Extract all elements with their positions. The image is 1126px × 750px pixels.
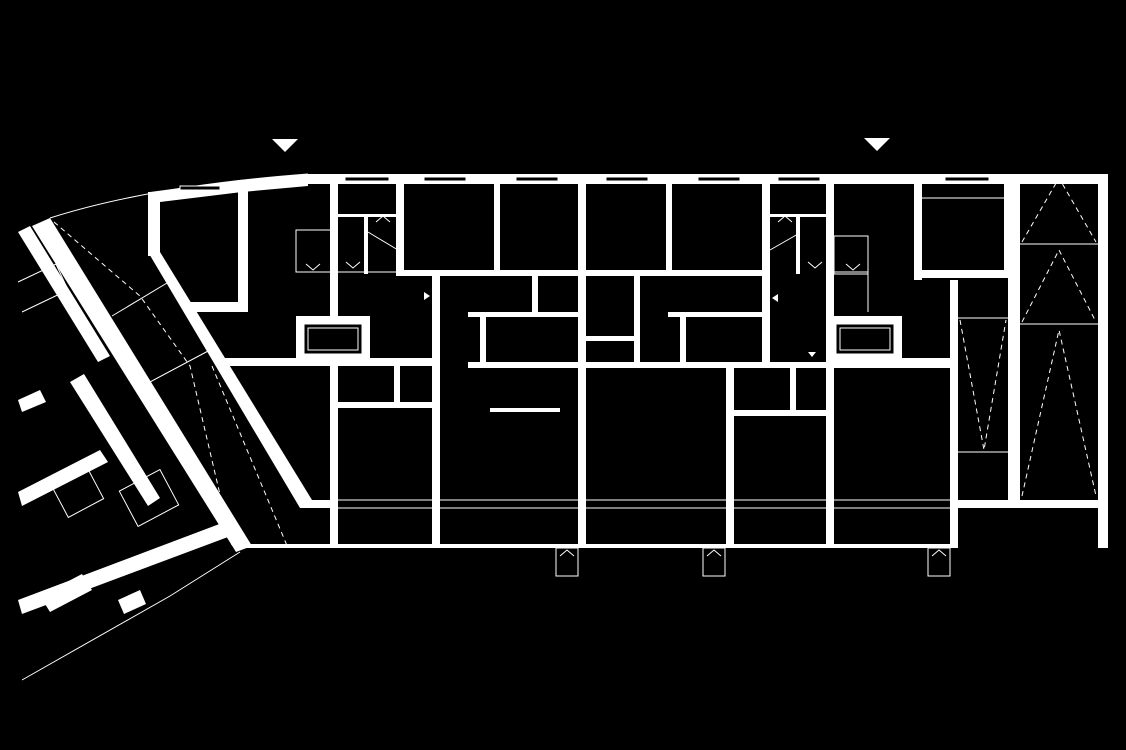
wall-h8 bbox=[586, 336, 638, 341]
counter bbox=[490, 408, 560, 412]
ramp-arrow bbox=[1021, 248, 1097, 323]
east-room-wall-c bbox=[1004, 184, 1012, 278]
stair-chevron bbox=[845, 263, 861, 271]
window bbox=[423, 176, 467, 182]
neighbour-wall bbox=[40, 574, 92, 612]
neighbour-outline bbox=[17, 263, 69, 313]
stairs bbox=[295, 215, 869, 312]
window bbox=[605, 176, 649, 182]
window bbox=[697, 176, 741, 182]
north-curve-line bbox=[49, 173, 309, 219]
core-west-wall bbox=[364, 216, 368, 274]
stair-diag bbox=[769, 233, 799, 251]
neighbour-stair bbox=[118, 468, 180, 528]
window bbox=[344, 176, 390, 182]
ramps bbox=[958, 177, 1098, 497]
neighbour-line bbox=[111, 279, 173, 317]
door-arrow bbox=[808, 352, 816, 357]
neighbour-wall bbox=[70, 374, 160, 506]
wall-v4 bbox=[494, 184, 500, 274]
west-diagonal-wall bbox=[148, 252, 312, 508]
neighbour-outline bbox=[21, 551, 241, 681]
stair-west bbox=[295, 229, 333, 273]
elevators bbox=[296, 292, 902, 358]
door-arrow bbox=[772, 294, 778, 302]
ramp-arrow bbox=[959, 319, 1007, 451]
wall-h9 bbox=[834, 358, 954, 366]
core-east-wall bbox=[796, 216, 800, 274]
wall-h7 bbox=[668, 312, 764, 317]
neighbour-wall bbox=[18, 390, 46, 412]
west-room-wall bbox=[238, 186, 248, 308]
elevator-west-inner bbox=[307, 327, 359, 351]
north-windows bbox=[179, 176, 990, 191]
entrance-markers bbox=[272, 138, 890, 152]
wall-v12 bbox=[480, 314, 486, 364]
wall-h5 bbox=[734, 410, 828, 416]
east-wall bbox=[1098, 174, 1108, 548]
stair-diag bbox=[367, 231, 399, 251]
north-curved-wall bbox=[150, 174, 308, 202]
east-room-wall-a bbox=[914, 184, 922, 280]
neighbour-wall bbox=[18, 226, 110, 362]
diagonal-hatch bbox=[53, 221, 233, 547]
west-room-south bbox=[190, 302, 248, 312]
diagonal-hatch bbox=[211, 365, 289, 549]
entrance-marker-west bbox=[272, 139, 298, 152]
adjacent-building bbox=[17, 218, 289, 681]
wall-v14 bbox=[634, 276, 640, 364]
ramp-arrow bbox=[1021, 177, 1097, 243]
wall-h3 bbox=[468, 362, 952, 368]
wall-v6 bbox=[666, 184, 672, 274]
elevator-east-car bbox=[835, 323, 895, 355]
wall-v16 bbox=[394, 366, 400, 404]
neighbour-wall bbox=[118, 590, 146, 614]
stair-chevron bbox=[345, 261, 361, 269]
east-room-wall-b bbox=[914, 270, 1008, 278]
window bbox=[179, 185, 221, 191]
wall-h1 bbox=[396, 270, 770, 276]
window bbox=[944, 176, 990, 182]
wall-h6 bbox=[468, 312, 580, 317]
wall-h4 bbox=[338, 402, 434, 408]
core-west-top bbox=[338, 214, 398, 217]
party-wall-diagonal bbox=[32, 218, 252, 552]
south-west-wall bbox=[300, 500, 338, 508]
south-line bbox=[240, 544, 958, 548]
terrace bbox=[338, 499, 958, 577]
window bbox=[515, 176, 559, 182]
elevator-east-inner bbox=[839, 327, 891, 351]
balcony-chevron bbox=[706, 549, 722, 557]
balcony-bay bbox=[702, 547, 726, 577]
door-arrow bbox=[424, 292, 430, 300]
stair-chevron bbox=[777, 215, 793, 223]
balcony-bay bbox=[927, 547, 951, 577]
elevator-west-car bbox=[303, 323, 363, 355]
west-inner-wall bbox=[148, 192, 160, 256]
neighbour-stair bbox=[51, 467, 105, 519]
ramp-arrow bbox=[1021, 329, 1097, 497]
south-wall-east bbox=[958, 500, 1108, 508]
stair-chevron bbox=[305, 263, 321, 271]
wall-v17 bbox=[790, 366, 796, 412]
wall-v15 bbox=[680, 314, 686, 364]
neighbour-line bbox=[149, 349, 211, 383]
wall-v2 bbox=[396, 184, 404, 276]
wall-v10 bbox=[950, 280, 958, 548]
neighbour-wall bbox=[18, 450, 108, 506]
stair-chevron bbox=[807, 261, 823, 269]
interior-walls bbox=[220, 184, 1012, 416]
balcony-bay bbox=[555, 547, 579, 577]
wall-v13 bbox=[532, 276, 538, 314]
entrance-marker-east bbox=[864, 138, 890, 151]
window bbox=[777, 176, 821, 182]
core-east-top bbox=[770, 214, 830, 217]
wall-v3 bbox=[432, 270, 440, 548]
wall-v7 bbox=[726, 364, 734, 548]
balcony-chevron bbox=[931, 549, 947, 557]
stair-chevron bbox=[375, 215, 391, 223]
balcony-chevron bbox=[559, 549, 575, 557]
wall-h2 bbox=[220, 358, 432, 366]
